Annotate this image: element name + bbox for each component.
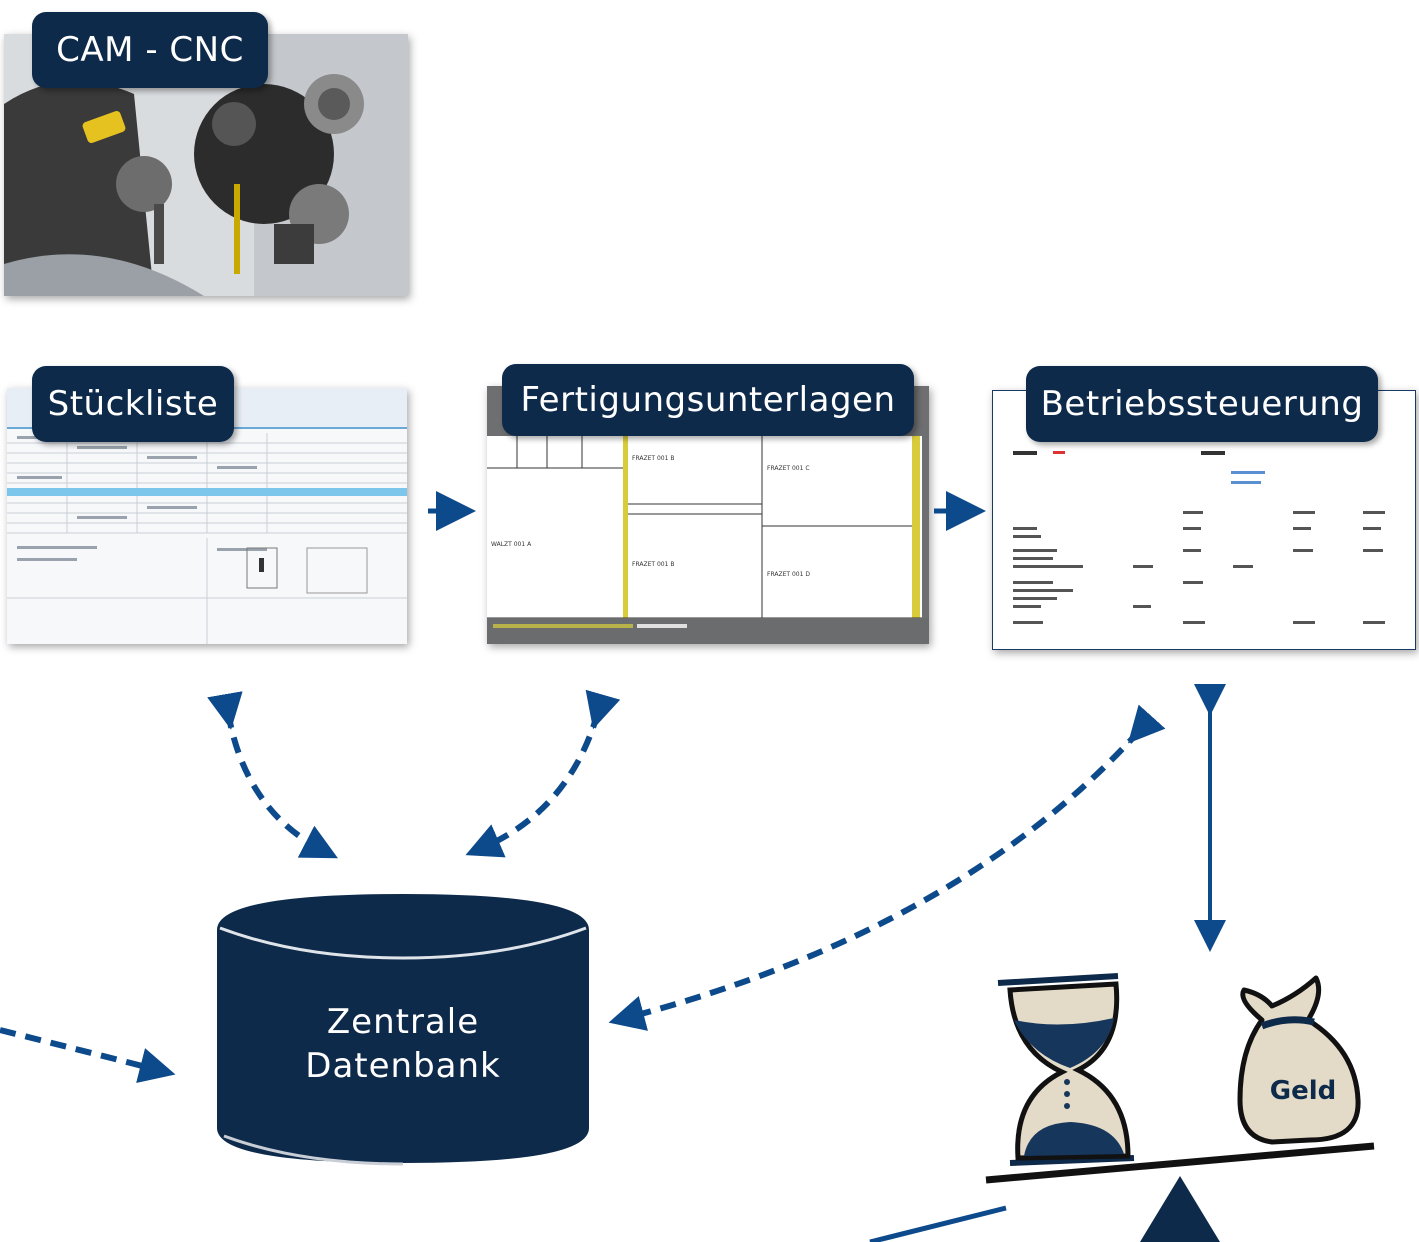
database-label: Zentrale Datenbank xyxy=(218,1000,588,1088)
money-bag-icon xyxy=(1237,975,1361,1145)
balance-scale-icon xyxy=(985,1142,1375,1242)
database-label-line2: Datenbank xyxy=(305,1046,501,1086)
svg-text:FRAZET 001 B: FRAZET 001 B xyxy=(632,455,674,462)
svg-text:FRAZET 001 C: FRAZET 001 C xyxy=(767,465,810,472)
dashed-arrow-bom-db xyxy=(207,691,338,859)
hourglass-icon xyxy=(997,973,1135,1166)
database-label-line1: Zentrale xyxy=(326,1002,480,1042)
svg-text:FRAZET 001 D: FRAZET 001 D xyxy=(767,571,810,578)
bom-label: Stückliste xyxy=(32,366,234,442)
cam-cnc-label: CAM - CNC xyxy=(32,12,268,88)
dashed-arrow-control-db xyxy=(608,704,1166,1031)
svg-text:FRAZET 001 B: FRAZET 001 B xyxy=(632,561,674,568)
operations-control-label: Betriebssteuerung xyxy=(1026,366,1378,442)
cam-cnc-photo xyxy=(4,34,408,296)
dashed-arrow-left-db xyxy=(0,1027,176,1083)
dashed-arrow-docs-db xyxy=(465,689,621,858)
svg-text:WALZT 001 A: WALZT 001 A xyxy=(491,541,532,548)
money-label: Geld xyxy=(1269,1076,1337,1106)
line-to-scale xyxy=(869,1205,1007,1242)
database-icon xyxy=(217,893,589,1166)
production-docs-label: Fertigungsunterlagen xyxy=(502,364,914,436)
